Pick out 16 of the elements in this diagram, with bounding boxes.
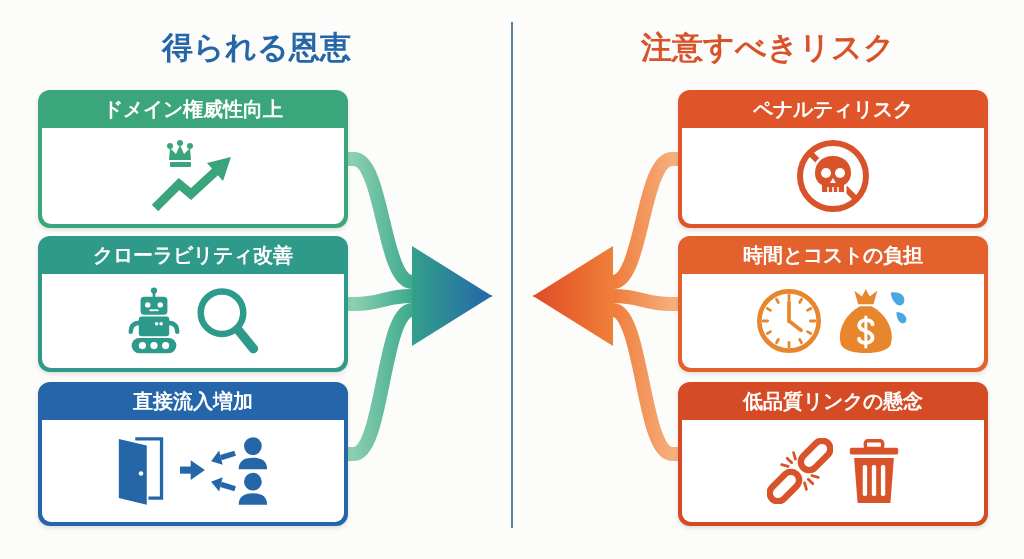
benefit-card xyxy=(38,382,348,526)
risk-card xyxy=(678,382,988,526)
card-heading: ペナルティリスク xyxy=(753,97,913,121)
arrow xyxy=(411,246,493,346)
risk-card xyxy=(678,236,988,372)
benefit-card xyxy=(38,236,348,372)
column-heading: 得られる恩恵 xyxy=(161,28,351,66)
column-heading: 注意すべきリスク xyxy=(641,28,895,66)
arrow xyxy=(532,246,614,346)
card-heading: ドメイン権威性向上 xyxy=(103,97,283,121)
card-heading: クローラビリティ改善 xyxy=(93,243,293,267)
card-heading: 時間とコストの負担 xyxy=(743,243,923,267)
card-heading: 低品質リンクの懸念 xyxy=(743,389,923,413)
card-heading: 直接流入増加 xyxy=(133,389,253,413)
benefit-card xyxy=(38,90,348,228)
risk-card xyxy=(678,90,988,228)
